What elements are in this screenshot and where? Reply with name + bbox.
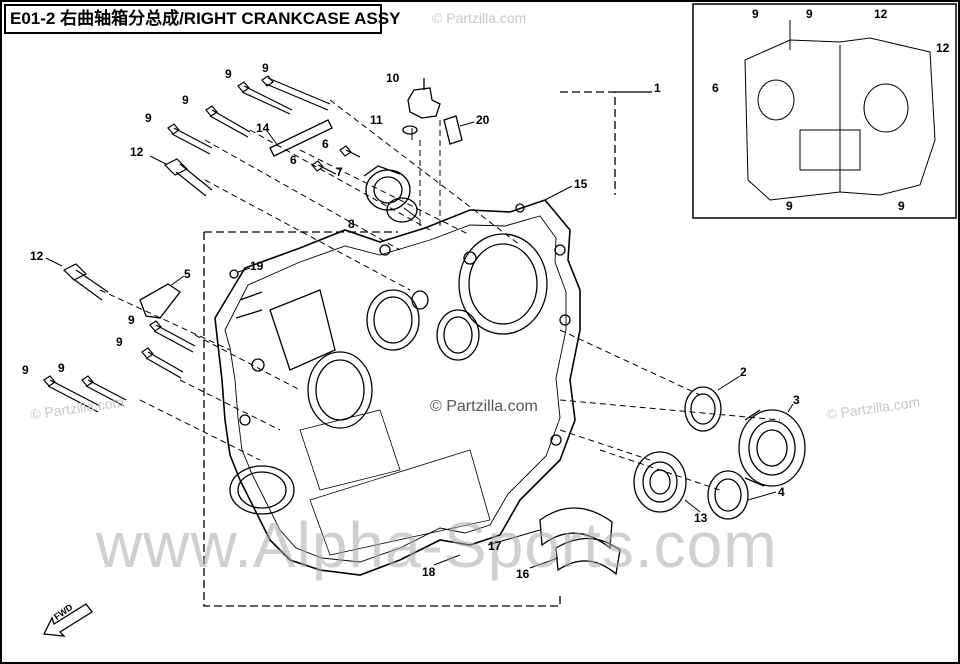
part-13-bearing <box>633 451 687 513</box>
callout-6b: 6 <box>322 137 329 151</box>
part-14-plate <box>269 119 333 157</box>
fwd-arrow-icon <box>42 603 93 637</box>
callout-20: 20 <box>476 113 490 127</box>
callout-7: 7 <box>336 165 343 179</box>
callout-14: 14 <box>256 121 270 135</box>
watermark-center: © Partzilla.com <box>430 398 538 415</box>
callout-9h: 9 <box>58 361 65 375</box>
callout-4: 4 <box>778 485 785 499</box>
callout-10: 10 <box>386 71 400 85</box>
callout-1: 1 <box>654 81 661 95</box>
callout-9f: 9 <box>116 335 123 349</box>
callout-6a: 6 <box>290 153 297 167</box>
callout-13: 13 <box>694 511 708 525</box>
callout-16: 16 <box>516 567 530 581</box>
callout-12b: 12 <box>30 249 44 263</box>
callout-5: 5 <box>184 267 191 281</box>
part-3-bearing <box>738 409 806 487</box>
crankcase-outline <box>214 199 581 576</box>
callout-18: 18 <box>422 565 436 579</box>
callout-9a: 9 <box>262 61 269 75</box>
inset-box <box>692 3 957 219</box>
callout-9d: 9 <box>145 111 152 125</box>
callout-19: 19 <box>250 259 264 273</box>
part-20-sleeve <box>443 115 463 145</box>
part-8-oring <box>386 197 418 223</box>
part-17-bushing <box>539 507 613 550</box>
inset-engine <box>744 20 936 201</box>
part-5-bracket <box>139 283 181 319</box>
watermark-top: © Partzilla.com <box>432 10 527 26</box>
callout-15: 15 <box>574 177 588 191</box>
page-title: E01-2 右曲轴箱分总成/RIGHT CRANKCASE ASSY <box>4 4 400 34</box>
inset-callout-9c: 9 <box>786 199 793 213</box>
callout-17: 17 <box>488 539 502 553</box>
inset-callout-12b: 12 <box>936 41 950 55</box>
callout-3: 3 <box>793 393 800 407</box>
callout-9e: 9 <box>128 313 135 327</box>
callout-2: 2 <box>740 365 747 379</box>
part-16-bushing <box>555 537 621 576</box>
inset-callout-6: 6 <box>712 81 719 95</box>
callout-9c: 9 <box>182 93 189 107</box>
watermark-bottom: www.Alpha-Sports.com <box>96 509 778 581</box>
inset-callout-12a: 12 <box>874 7 888 21</box>
callout-8: 8 <box>348 217 355 231</box>
inset-callout-9b: 9 <box>806 7 813 21</box>
part-2-seal <box>684 386 722 432</box>
callout-9g: 9 <box>22 363 29 377</box>
inset-callout-9d: 9 <box>898 199 905 213</box>
callout-11: 11 <box>370 113 383 127</box>
part-4-bearing <box>707 470 749 520</box>
callout-9b: 9 <box>225 67 232 81</box>
inset-callout-9a: 9 <box>752 7 759 21</box>
part-10-sensor <box>407 87 441 119</box>
assembly-frame <box>203 232 561 607</box>
part-7-cover <box>365 169 411 211</box>
callout-12a: 12 <box>130 145 144 159</box>
bolt-group <box>43 75 361 413</box>
